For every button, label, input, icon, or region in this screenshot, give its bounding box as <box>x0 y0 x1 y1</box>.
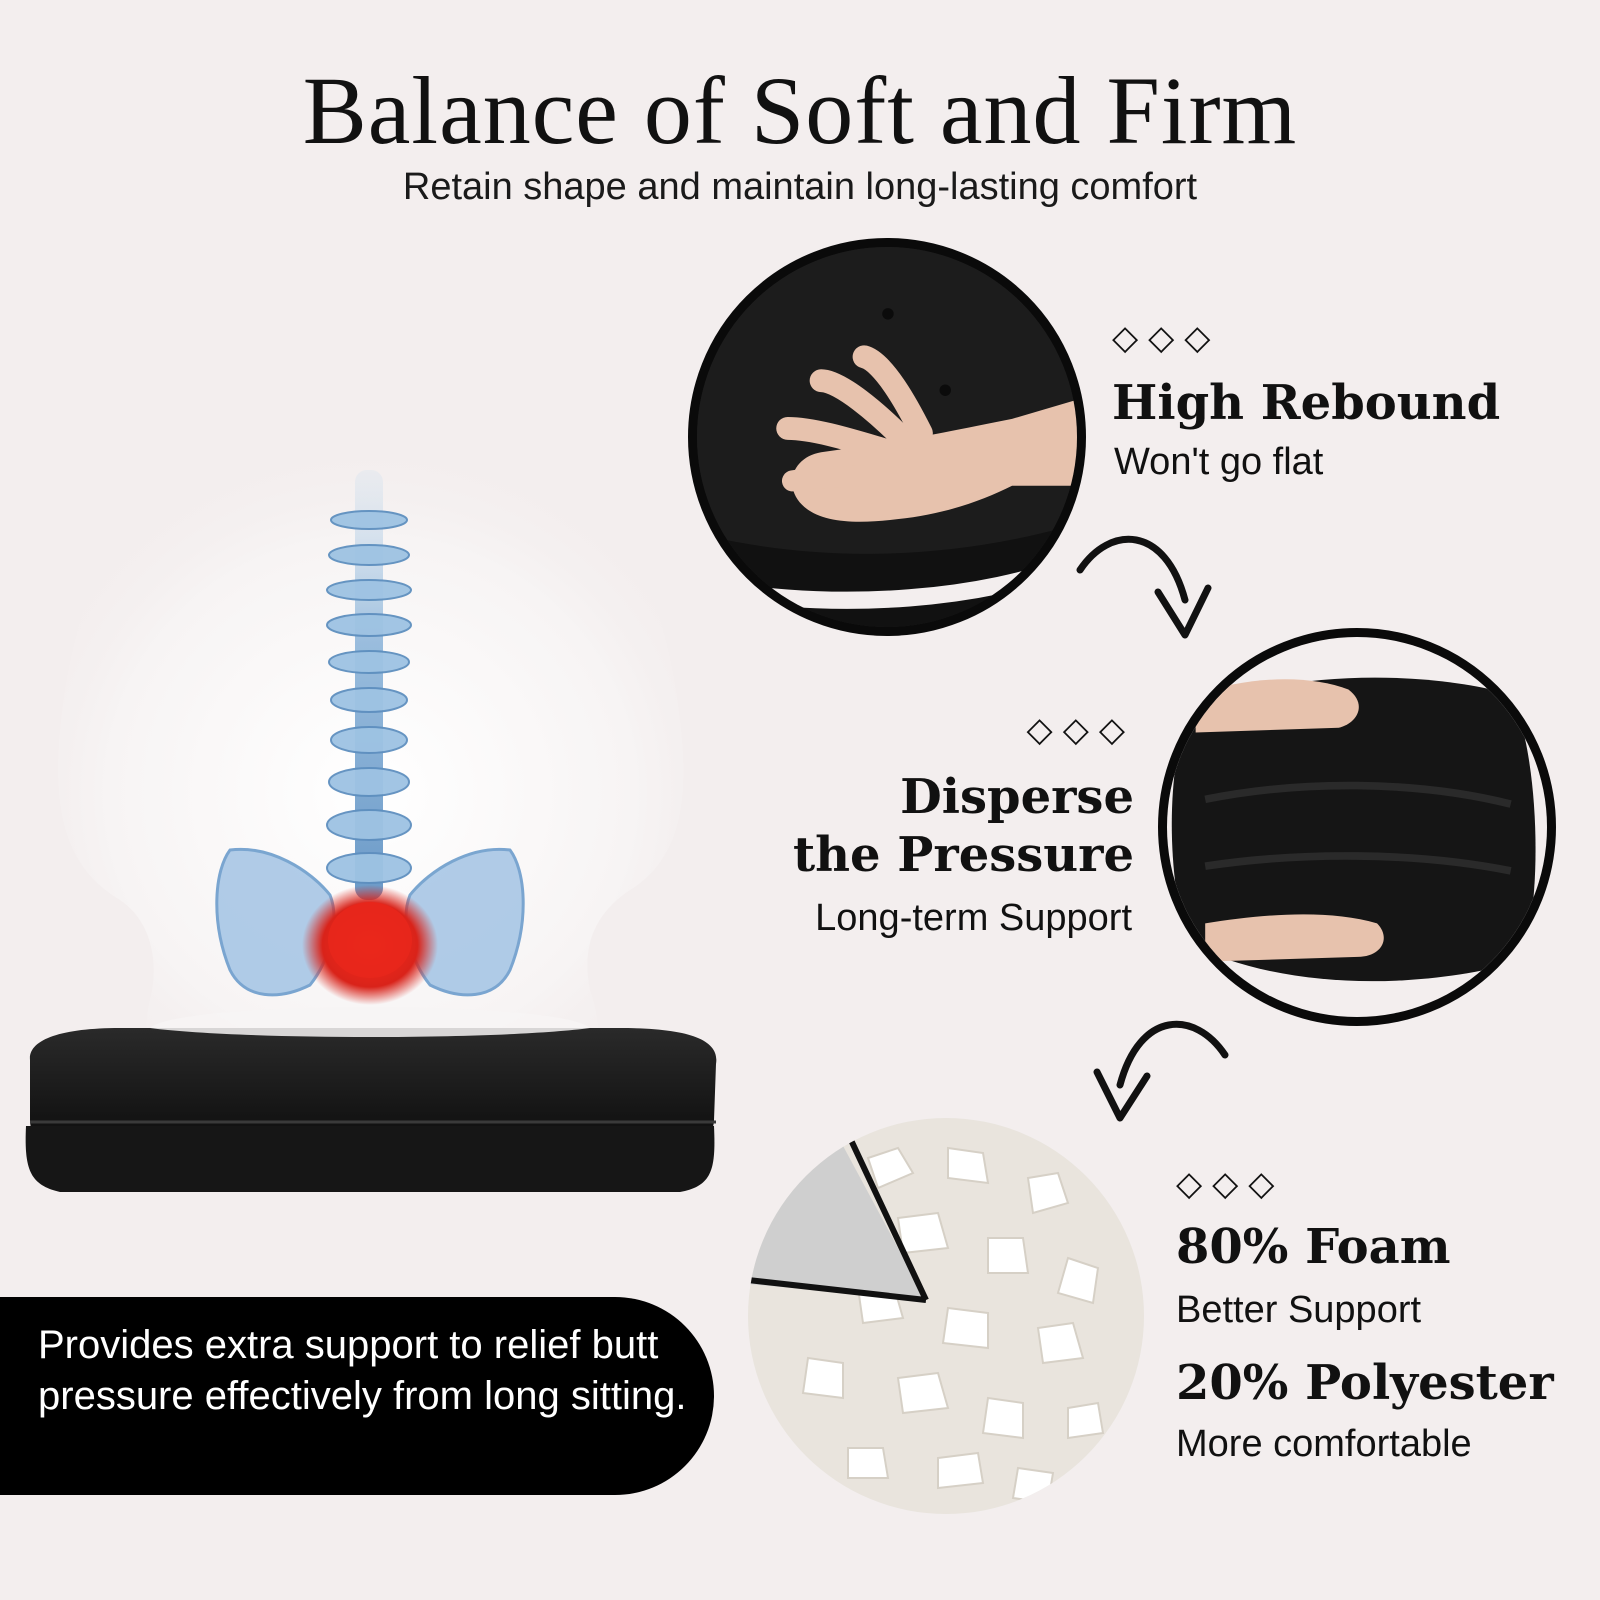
polyester-title: 20% Polyester <box>1176 1355 1554 1411</box>
rebound-subtitle: Won't go flat <box>1114 441 1324 483</box>
curved-arrow-icon <box>1076 535 1212 639</box>
rebound-photo <box>688 238 1086 636</box>
pressure-subtitle: Long-term Support <box>815 897 1132 939</box>
rebound-diamonds: ◇◇◇ <box>1112 319 1221 357</box>
pressure-photo <box>1158 628 1556 1026</box>
polyester-subtitle: More comfortable <box>1176 1423 1472 1465</box>
spine-cushion-illustration <box>0 400 740 1240</box>
filling-diamonds: ◇◇◇ <box>1176 1165 1285 1203</box>
rebound-title: High Rebound <box>1112 375 1501 431</box>
pressure-title-line1: Disperse <box>900 769 1134 825</box>
callout-text: Provides extra support to relief butt pr… <box>38 1323 687 1418</box>
page-subtitle: Retain shape and maintain long-lasting c… <box>402 166 1198 208</box>
filling-photo <box>748 1118 1144 1514</box>
pressure-diamonds: ◇◇◇ <box>1026 711 1135 749</box>
callout-banner <box>0 1297 714 1495</box>
foam-subtitle: Better Support <box>1176 1289 1422 1331</box>
page-title: Balance of Soft and Firm <box>302 57 1298 164</box>
pressure-title-line2: the Pressure <box>792 827 1134 883</box>
curved-arrow-icon <box>1093 1020 1229 1122</box>
foam-title: 80% Foam <box>1176 1219 1451 1275</box>
